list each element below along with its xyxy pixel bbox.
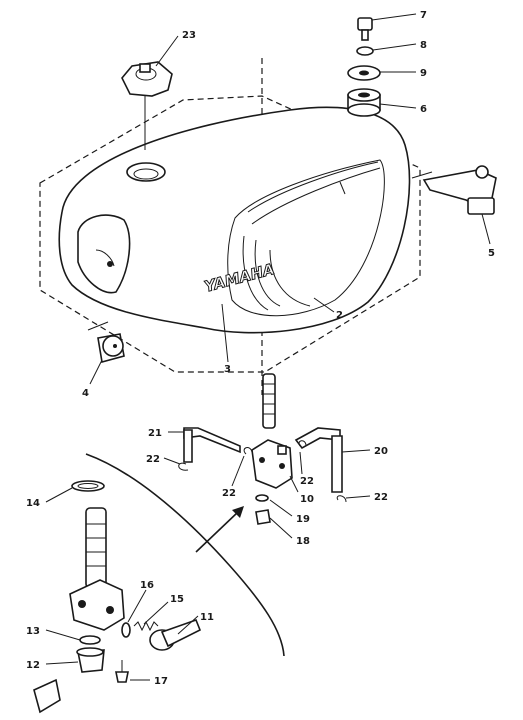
callout-21: 21	[148, 428, 162, 439]
collar-9	[347, 65, 381, 81]
fuel-hose-20	[294, 427, 343, 493]
assembly-outline	[39, 95, 421, 373]
callout-13: 13	[26, 626, 40, 637]
hose-clip-22-right	[298, 440, 307, 447]
callout-12: 12	[26, 660, 40, 671]
gasket-13	[79, 635, 101, 645]
callout-20: 20	[374, 446, 388, 457]
detail-arrow	[195, 506, 244, 553]
fuel-hose-21	[183, 427, 241, 463]
callout-11: 11	[200, 612, 214, 623]
callout-10: 10	[300, 494, 314, 505]
callout-17: 17	[154, 676, 168, 687]
callout-22-mid: 22	[222, 488, 236, 499]
hose-clip-22-far	[336, 495, 347, 503]
callout-2: 2	[336, 310, 343, 321]
callout-4: 4	[82, 388, 89, 399]
damper-6	[347, 88, 381, 117]
callout-18: 18	[296, 536, 310, 547]
tank-cap	[121, 61, 173, 150]
o-ring-16	[121, 622, 131, 638]
callout-16: 16	[140, 580, 154, 591]
leader-lines	[45, 13, 491, 681]
lever-11	[149, 618, 202, 651]
callout-22-left: 22	[146, 454, 160, 465]
callout-8: 8	[420, 40, 427, 51]
fuel-tank: YAMAHA	[58, 106, 411, 334]
o-ring-14	[71, 480, 105, 492]
callout-3: 3	[224, 364, 231, 375]
callout-22-right: 22	[300, 476, 314, 487]
callout-22-far: 22	[374, 492, 388, 503]
spring-15	[133, 620, 159, 632]
callout-5: 5	[488, 248, 495, 259]
callout-19: 19	[296, 514, 310, 525]
callout-labels: 7 8 9 6 23 5 2 3 4 21 22 22 22 22 20 10 …	[26, 10, 495, 687]
hose-clip-22-left	[178, 462, 189, 471]
callout-6: 6	[420, 104, 427, 115]
bolt-7	[357, 17, 373, 41]
screw-17	[115, 660, 129, 683]
damper-4	[87, 321, 125, 364]
fuel-label-icon	[33, 678, 61, 714]
callout-14: 14	[26, 498, 40, 509]
washer-8	[356, 46, 374, 56]
fuel-cock-assembly	[251, 373, 293, 525]
callout-15: 15	[170, 594, 184, 605]
callout-23: 23	[182, 30, 196, 41]
callout-9: 9	[420, 68, 427, 79]
fuel-cock-detail	[33, 480, 202, 714]
bracket-5	[411, 165, 497, 215]
hose-clip-22-mid	[243, 447, 253, 455]
callout-7: 7	[420, 10, 427, 21]
detail-boundary	[85, 453, 285, 657]
